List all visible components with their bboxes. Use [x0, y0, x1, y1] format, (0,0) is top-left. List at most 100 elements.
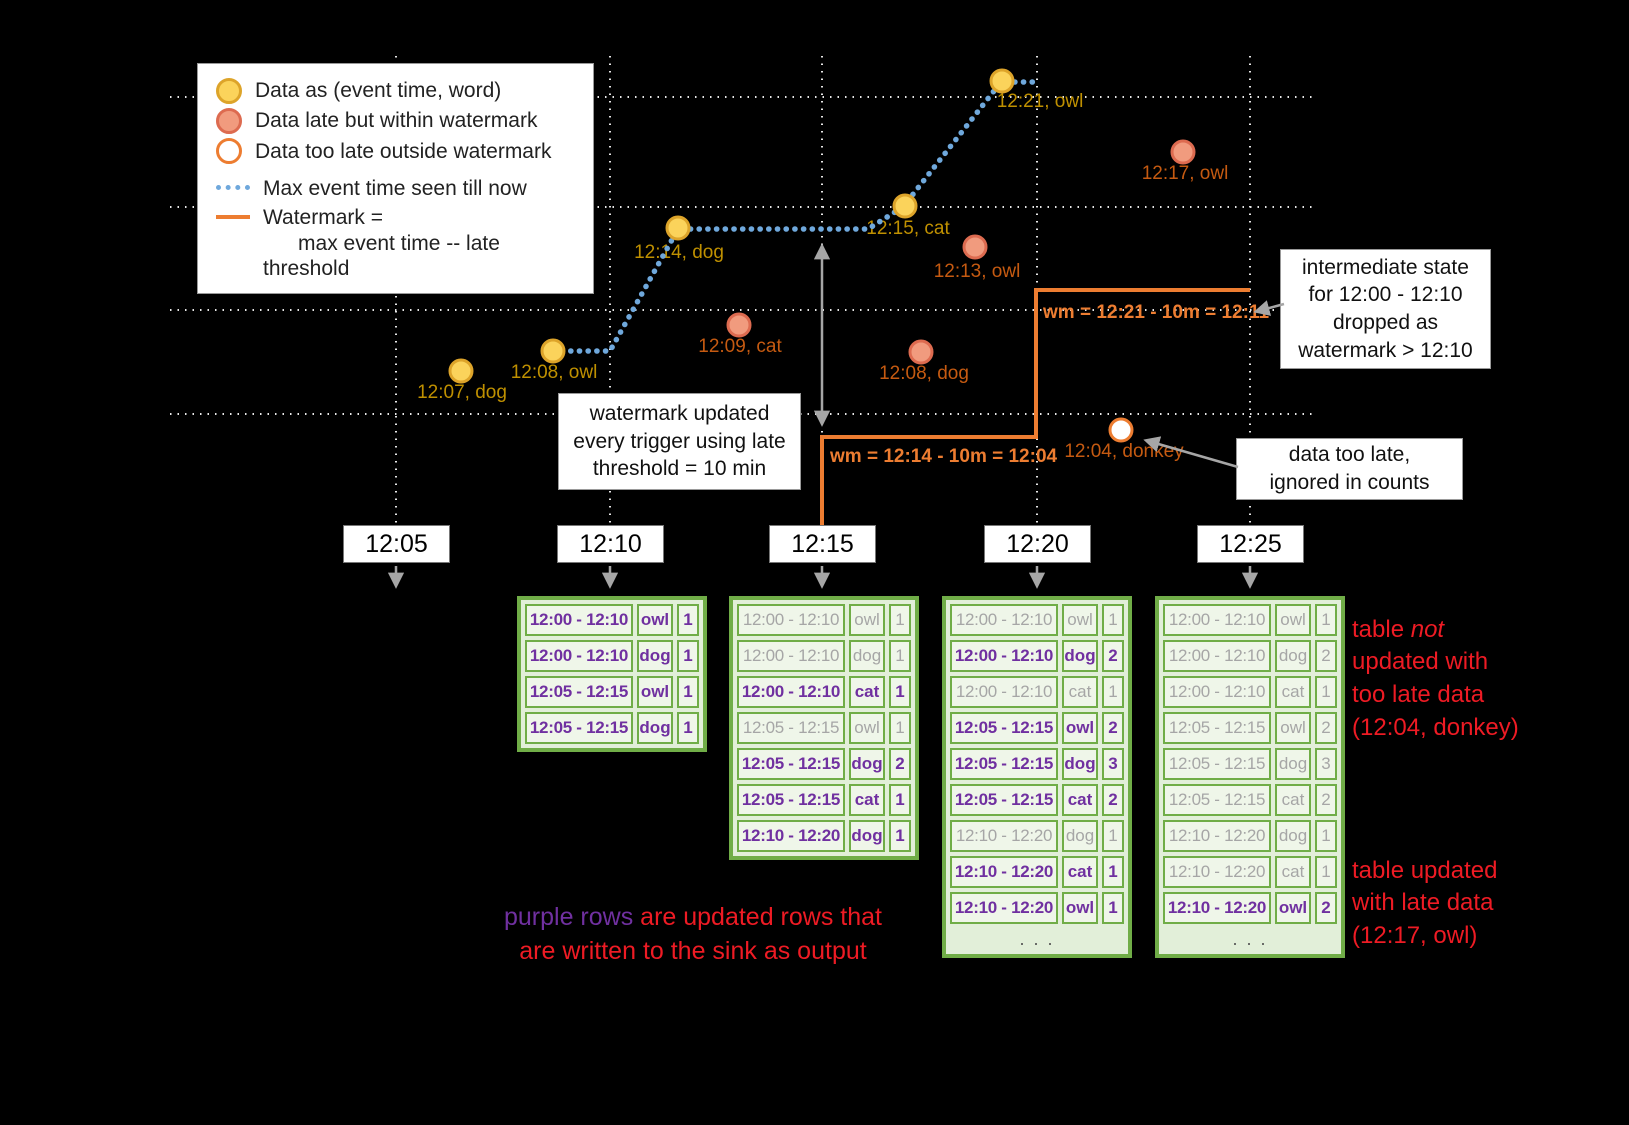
result-cell-word: cat [849, 676, 885, 708]
time-tick-1205: 12:05 [343, 525, 450, 563]
result-cell-count: 1 [889, 676, 911, 708]
note-emphasis: not [1410, 615, 1445, 643]
note-text: updated with too late data (12:04, donke… [1352, 648, 1519, 741]
result-cell-word: owl [637, 604, 673, 636]
result-cell-count: 2 [1102, 712, 1124, 744]
callout-data-too-late: data too late, ignored in counts [1236, 438, 1463, 500]
time-tick-1215: 12:15 [769, 525, 876, 563]
point-label: 12:09, cat [698, 336, 782, 357]
point-label: 12:04, donkey [1064, 441, 1184, 462]
result-cell-word: owl [637, 676, 673, 708]
legend-item-late: Data late but within watermark [216, 108, 579, 135]
note-table-not-updated: table not updated with too late data (12… [1352, 581, 1552, 744]
legend-label: Watermark = max event time -- late thres… [263, 206, 500, 280]
result-cell-window: 12:05 - 12:15 [1163, 784, 1271, 816]
note-purple-rows: purple rows are updated rows that are wr… [463, 866, 923, 968]
callout-watermark-update: watermark updated every trigger using la… [558, 393, 801, 490]
result-cell-count: 1 [677, 640, 699, 672]
result-cell-window: 12:00 - 12:10 [950, 604, 1058, 636]
result-cell-word: dog [1275, 748, 1311, 780]
result-cell-count: 1 [889, 604, 911, 636]
result-cell-window: 12:05 - 12:15 [737, 712, 845, 744]
watermark-line-icon [216, 215, 250, 220]
result-cell-count: 1 [889, 712, 911, 744]
callout-text: watermark updated every trigger using la… [573, 401, 786, 481]
legend-label: Max event time seen till now [263, 177, 527, 201]
result-cell-word: cat [1275, 856, 1311, 888]
result-cell-count: 2 [1315, 784, 1337, 816]
result-cell-window: 12:00 - 12:10 [525, 640, 633, 672]
point-label: 12:17, owl [1141, 163, 1229, 184]
result-cell-window: 12:00 - 12:10 [950, 676, 1058, 708]
result-cell-count: 1 [889, 820, 911, 852]
result-cell-count: 1 [677, 712, 699, 744]
result-cell-window: 12:05 - 12:15 [950, 784, 1058, 816]
result-cell-window: 12:10 - 12:20 [950, 820, 1058, 852]
result-cell-window: 12:05 - 12:15 [525, 676, 633, 708]
result-cell-count: 1 [1102, 856, 1124, 888]
tick-label: 12:05 [365, 529, 428, 558]
result-cell-count: 1 [1102, 892, 1124, 924]
point-label: 12:13, owl [933, 261, 1021, 282]
result-cell-window: 12:00 - 12:10 [737, 640, 845, 672]
result-cell-word: owl [1062, 712, 1098, 744]
result-table-ellipsis: . . . [1232, 928, 1268, 949]
legend: Data as (event time, word) Data late but… [197, 63, 594, 294]
result-cell-window: 12:10 - 12:20 [1163, 856, 1271, 888]
tick-label: 12:25 [1219, 529, 1282, 558]
late-point-icon [216, 108, 242, 135]
point-label: 12:15, cat [866, 218, 950, 239]
result-cell-word: cat [1062, 856, 1098, 888]
result-cell-window: 12:10 - 12:20 [950, 856, 1058, 888]
result-cell-word: dog [1062, 820, 1098, 852]
max-event-time-line-icon [216, 185, 250, 191]
result-cell-word: owl [1062, 892, 1098, 924]
result-cell-word: cat [1275, 784, 1311, 816]
point-label: 12:08, dog [879, 363, 969, 384]
result-cell-count: 1 [1315, 604, 1337, 636]
result-cell-count: 1 [677, 676, 699, 708]
legend-item-ontime: Data as (event time, word) [216, 78, 579, 104]
result-cell-count: 2 [1102, 640, 1124, 672]
result-cell-window: 12:05 - 12:15 [737, 748, 845, 780]
result-cell-window: 12:00 - 12:10 [737, 676, 845, 708]
result-cell-count: 1 [889, 784, 911, 816]
result-cell-word: dog [849, 640, 885, 672]
tick-label: 12:10 [579, 529, 642, 558]
note-text: table updated with late data (12:17, owl… [1352, 856, 1498, 949]
result-cell-window: 12:00 - 12:10 [1163, 604, 1271, 636]
time-tick-1220: 12:20 [984, 525, 1091, 563]
result-cell-count: 1 [1102, 820, 1124, 852]
legend-item-max-event-time: Max event time seen till now [216, 176, 579, 201]
point-label: 12:08, owl [510, 362, 598, 383]
result-cell-window: 12:00 - 12:10 [525, 604, 633, 636]
legend-label: Data too late outside watermark [255, 139, 552, 163]
result-cell-window: 12:10 - 12:20 [1163, 820, 1271, 852]
result-cell-count: 2 [1315, 712, 1337, 744]
result-cell-window: 12:10 - 12:20 [737, 820, 845, 852]
result-cell-word: owl [1062, 604, 1098, 636]
result-cell-window: 12:00 - 12:10 [1163, 676, 1271, 708]
result-cell-word: dog [637, 640, 673, 672]
point-label: 12:07, dog [417, 382, 507, 403]
result-cell-word: dog [849, 820, 885, 852]
result-cell-window: 12:05 - 12:15 [1163, 748, 1271, 780]
